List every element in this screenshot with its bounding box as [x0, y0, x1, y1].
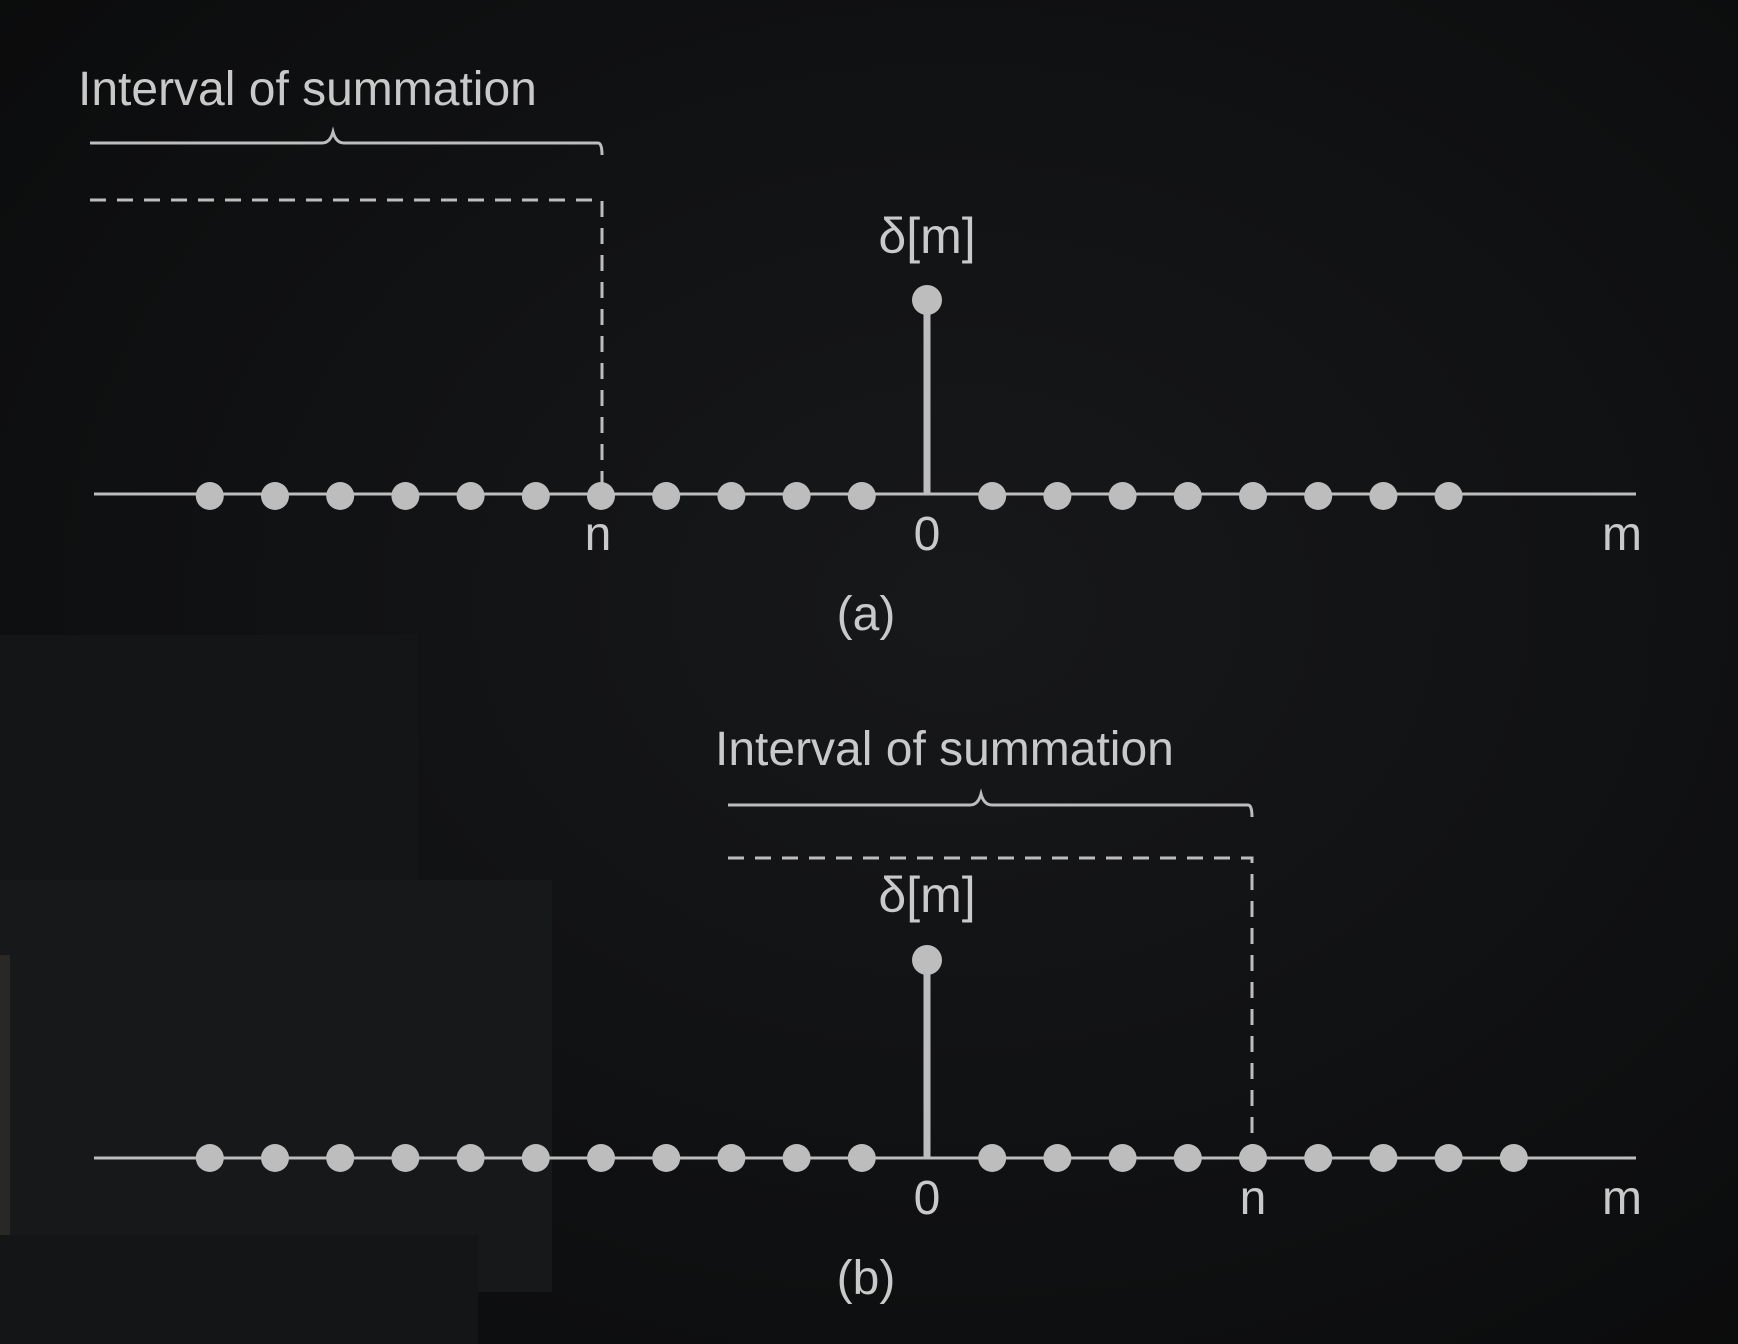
bracket-label: Interval of summation — [78, 63, 537, 116]
sample-points — [195, 482, 1463, 510]
sample-point — [847, 482, 876, 510]
summation-window-outline — [728, 856, 1254, 1155]
sample-point — [1434, 1144, 1463, 1172]
sample-point — [587, 1144, 615, 1172]
sample-point — [782, 482, 811, 510]
sample-point — [326, 482, 355, 510]
sample-point — [1369, 1144, 1398, 1172]
sample-point — [652, 482, 681, 510]
sample-point — [1108, 482, 1137, 510]
stem-label: δ[m] — [878, 208, 975, 264]
origin-label: 0 — [914, 1172, 941, 1225]
sample-point — [521, 1144, 550, 1172]
sample-point — [1434, 482, 1463, 510]
sample-point — [1304, 482, 1333, 510]
sample-point — [195, 482, 224, 510]
interval-bracket — [728, 788, 1254, 818]
sample-point — [978, 1144, 1007, 1172]
sample-point — [1304, 1144, 1333, 1172]
sample-point — [847, 1144, 876, 1172]
sample-point — [521, 482, 550, 510]
sample-point — [1108, 1144, 1137, 1172]
bracket-label: Interval of summation — [715, 723, 1174, 776]
sample-point — [391, 1144, 420, 1172]
sample-point — [326, 1144, 355, 1172]
interval-bracket — [90, 126, 604, 156]
panel-a: Interval of summation δ[m] n 0 m (a) — [78, 63, 1642, 641]
sample-point — [1043, 1144, 1072, 1172]
n-label: n — [585, 508, 612, 561]
sample-point — [1043, 482, 1072, 510]
panel-b: Interval of summation δ[m] 0 n m (b) — [94, 723, 1642, 1305]
background-patch — [0, 1235, 478, 1344]
sample-point — [782, 1144, 811, 1172]
sample-point — [717, 482, 746, 510]
sample-point — [261, 1144, 289, 1172]
sample-point — [1173, 1144, 1202, 1172]
summation-window-outline — [90, 198, 604, 490]
n-label: n — [1240, 1172, 1267, 1225]
sample-point — [1173, 482, 1202, 510]
axis-label: m — [1602, 1172, 1642, 1225]
impulse-head — [912, 285, 942, 315]
background-patch — [0, 880, 552, 1292]
sample-point — [717, 1144, 746, 1172]
sample-points — [195, 1144, 1528, 1172]
stem-label: δ[m] — [878, 867, 975, 923]
panel-caption: (a) — [837, 588, 896, 641]
sample-point — [587, 482, 615, 510]
sample-point — [1499, 1144, 1528, 1172]
sample-point — [456, 1144, 485, 1172]
origin-label: 0 — [914, 508, 941, 561]
axis-label: m — [1602, 508, 1642, 561]
panel-caption: (b) — [837, 1252, 896, 1305]
sample-point — [1239, 482, 1267, 510]
sample-point — [195, 1144, 224, 1172]
sample-point — [391, 482, 420, 510]
impulse-head — [912, 945, 942, 975]
sample-point — [1239, 1144, 1267, 1172]
sample-point — [456, 482, 485, 510]
background-patch — [0, 955, 10, 1235]
sample-point — [652, 1144, 681, 1172]
sample-point — [978, 482, 1007, 510]
sample-point — [261, 482, 289, 510]
sample-point — [1369, 482, 1398, 510]
